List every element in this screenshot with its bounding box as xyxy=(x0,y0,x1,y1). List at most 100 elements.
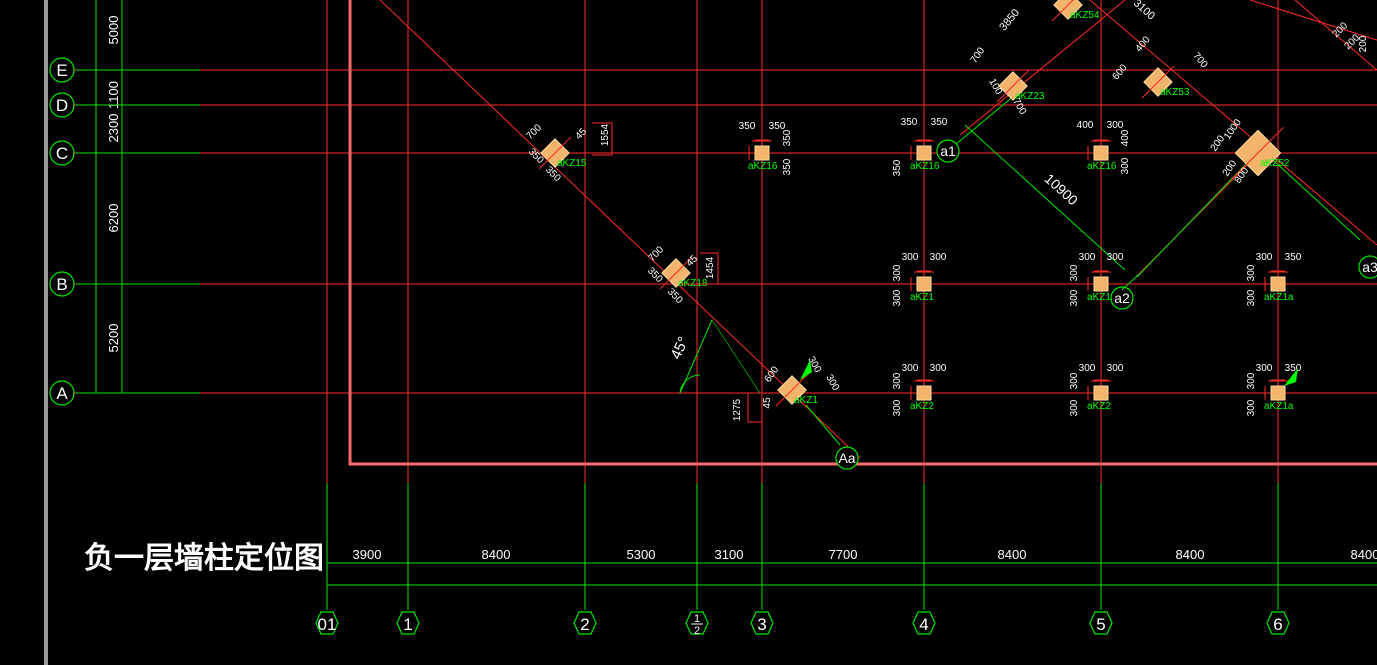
column-dim-value: 350 xyxy=(1285,363,1302,374)
column-dim-value: 1554 xyxy=(600,123,611,146)
col-dim-value: 8400 xyxy=(1176,547,1205,562)
row-dim-value: 6200 xyxy=(106,204,121,233)
col-axis-label: 1 xyxy=(694,613,700,625)
column-label: aKZ2 xyxy=(910,401,934,412)
col-axis-bubble xyxy=(396,611,420,635)
column-akz54: aKZ54 xyxy=(1051,0,1100,22)
column-dim-value: 300 xyxy=(892,372,903,389)
col-axis-label: 2 xyxy=(580,615,589,634)
column-dim-line xyxy=(1232,127,1284,179)
row-axis-label: E xyxy=(56,61,67,80)
column-dim-value: 300 xyxy=(1256,252,1273,263)
inclined-grid-line xyxy=(959,0,1126,136)
column-dim-value: 700 xyxy=(646,244,666,264)
column-dim-value: 300 xyxy=(1246,289,1257,306)
row-axis-bubble xyxy=(49,271,75,297)
inclined-dim-line xyxy=(1261,149,1361,241)
column-label: aKZ18 xyxy=(678,278,708,289)
column-label: aKZ16 xyxy=(748,161,778,172)
col-dim-value: 3900 xyxy=(353,547,382,562)
column-akz2: aKZ2 xyxy=(910,379,934,412)
col-axis-bubble xyxy=(750,611,774,635)
column-label: aKZ1a xyxy=(1264,292,1294,303)
column-label: aKZ16 xyxy=(1087,161,1117,172)
column-dim-value: 600 xyxy=(1111,62,1130,82)
col-axis-bubble xyxy=(573,611,597,635)
column-dim-value: 400 xyxy=(1077,120,1094,131)
column-dim-value: 350 xyxy=(901,117,918,128)
column-akz15: aKZ15 xyxy=(538,136,587,170)
column-akz1: aKZ1 xyxy=(1087,270,1111,303)
column-akz1a: aKZ1a xyxy=(1264,379,1294,412)
column-dim-value: 300 xyxy=(892,264,903,281)
column-dim-value: 300 xyxy=(902,363,919,374)
column-dim-value: 350 xyxy=(665,286,685,306)
row-axis-bubble xyxy=(49,380,75,406)
column-dim-value: 100 xyxy=(986,77,1004,97)
column-dim-value: 300 xyxy=(892,289,903,306)
col-dim-value: 7700 xyxy=(829,547,858,562)
column-dim-value: 300 xyxy=(930,363,947,374)
column-dim-value: 350 xyxy=(526,146,546,166)
angle-arc xyxy=(679,374,701,394)
inclined-grid-line xyxy=(1294,0,1377,71)
column-akz16: aKZ16 xyxy=(910,139,940,172)
column-dim-value: 300 xyxy=(1079,252,1096,263)
col-axis-bubble xyxy=(912,611,936,635)
row-axis-label: B xyxy=(56,275,67,294)
inclined-axis-bubble xyxy=(1110,286,1134,310)
column-akz1a: aKZ1a xyxy=(1264,270,1294,303)
dim-bracket xyxy=(592,122,613,156)
col-axis-bubble xyxy=(1089,611,1113,635)
row-axis-label: A xyxy=(56,384,68,403)
column-section xyxy=(916,276,932,292)
col-axis-label: 5 xyxy=(1096,615,1105,634)
inclined-dim-line xyxy=(1136,159,1251,278)
column-label: aKZ2 xyxy=(1087,401,1111,412)
column-label: aKZ52 xyxy=(1260,158,1290,169)
column-dim-line xyxy=(659,256,693,290)
column-marker xyxy=(800,360,812,380)
column-dim-value: 45 xyxy=(684,253,700,269)
angle-label: 45° xyxy=(667,334,692,362)
column-section xyxy=(916,145,932,161)
column-dim-value: 300 xyxy=(1079,363,1096,374)
column-akz1: aKZ1 xyxy=(910,270,934,303)
row-axis-bubble xyxy=(49,92,75,118)
row-axis-label: C xyxy=(56,144,68,163)
inclined-dim-value: 3100 xyxy=(1131,0,1157,22)
column-dim-value: 700 xyxy=(969,45,988,65)
column-akz52: aKZ52 xyxy=(1232,127,1290,179)
column-section xyxy=(1093,385,1109,401)
left-margin-bar xyxy=(44,0,48,665)
col-axis-bubble xyxy=(315,611,339,635)
column-dim-value: 350 xyxy=(739,121,756,132)
col-axis-label: 01 xyxy=(318,615,337,634)
column-dim-value: 300 xyxy=(1069,264,1080,281)
row-axis-bubble xyxy=(49,140,75,166)
inclined-dim-value: 3850 xyxy=(997,7,1022,33)
column-dim-value: 350 xyxy=(782,129,793,146)
inclined-axis-label: a2 xyxy=(1114,290,1130,306)
col-dim-value: 8400 xyxy=(1351,547,1377,562)
column-label: aKZ54 xyxy=(1070,10,1100,21)
building-outline xyxy=(348,0,1377,466)
column-label: aKZ16 xyxy=(910,161,940,172)
angle-arm xyxy=(711,319,761,394)
col-axis-label: 6 xyxy=(1273,615,1282,634)
row-dim-value: 2300 xyxy=(106,114,121,143)
column-dim-line xyxy=(538,136,572,170)
dim-bracket xyxy=(747,393,762,423)
col-dim-value: 8400 xyxy=(998,547,1027,562)
inclined-grid-line xyxy=(1249,0,1377,41)
row-dim-value: 1100 xyxy=(106,81,121,109)
column-dim-value: 200 xyxy=(1330,20,1350,40)
column-akz1: aKZ1 xyxy=(775,373,818,407)
column-dim-value: 700 xyxy=(1190,50,1209,70)
column-akz23: aKZ23 xyxy=(996,69,1045,103)
column-akz18: aKZ18 xyxy=(659,256,708,290)
column-dim-line xyxy=(775,373,809,407)
column-dim-value: 700 xyxy=(524,122,544,142)
column-dim-line xyxy=(1051,0,1074,22)
column-dim-value: 300 xyxy=(1107,120,1124,131)
